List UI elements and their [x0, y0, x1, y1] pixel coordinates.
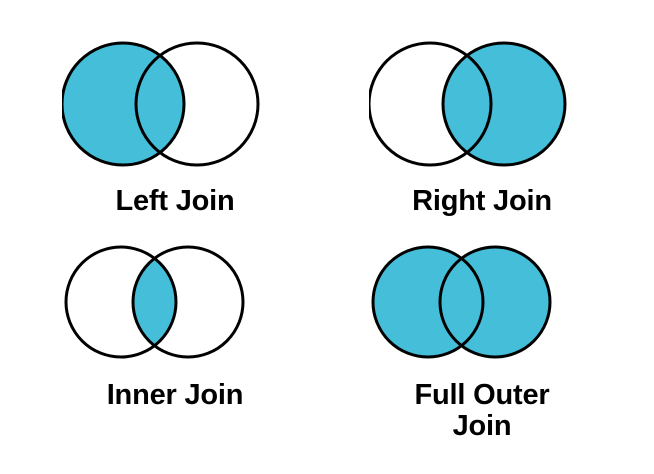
venn-inner-join	[62, 244, 288, 364]
venn-full-outer-join	[369, 244, 595, 364]
right-circle-outline	[441, 41, 567, 167]
venn-left-join	[62, 40, 288, 172]
right-circle-outline	[134, 41, 260, 167]
diagram-left-join: Left Join	[62, 40, 288, 217]
label-inner-join: Inner Join	[106, 379, 244, 411]
right-circle-outline	[438, 245, 552, 359]
label-right-join: Right Join	[412, 185, 552, 217]
diagram-inner-join: Inner Join	[62, 244, 288, 411]
venn-right-join-svg	[369, 41, 567, 167]
label-full-outer-join: Full Outer Join	[414, 379, 550, 443]
left-circle-outline	[62, 41, 186, 167]
venn-full-outer-join-svg	[371, 245, 552, 359]
left-circle-outline	[64, 245, 178, 359]
venn-inner-join-svg	[64, 245, 245, 359]
overlap-fill	[136, 43, 184, 165]
diagram-right-join: Right Join	[369, 40, 595, 217]
right-circle-outline	[131, 245, 245, 359]
label-left-join: Left Join	[115, 185, 235, 217]
left-circle-outline	[369, 41, 493, 167]
venn-left-join-svg	[62, 41, 260, 167]
diagram-full-outer-join: Full Outer Join	[369, 244, 595, 443]
venn-right-join	[369, 40, 595, 172]
left-circle-outline	[371, 245, 485, 359]
right-circle-fill	[440, 247, 550, 357]
overlap-fill	[443, 43, 491, 165]
overlap-fill	[133, 247, 176, 357]
